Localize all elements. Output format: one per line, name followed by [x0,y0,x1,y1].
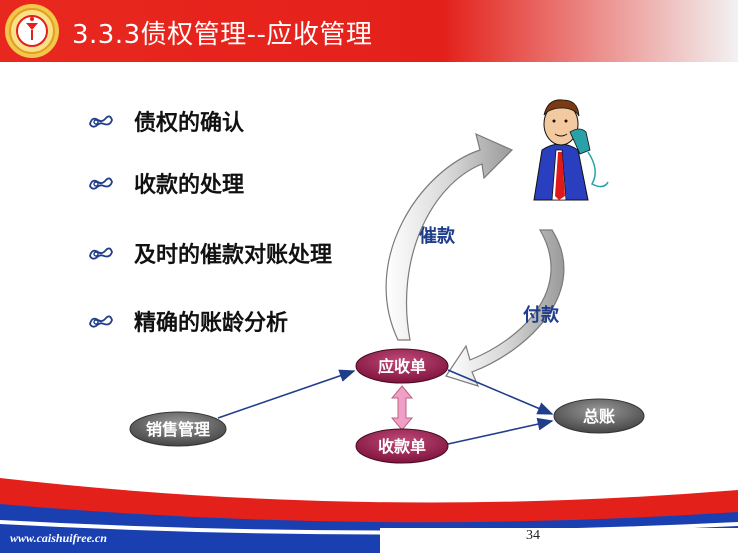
node-receivable-label: 应收单 [378,357,426,376]
double-arrow-icon [390,385,414,431]
bullet-text: 债权的确认 [134,111,245,136]
bullet-text: 及时的催款对账处理 [134,243,333,268]
title-bar [0,0,738,62]
payment-curved-arrow [445,229,565,387]
businessman-phone-icon [533,99,609,201]
scroll-icon [89,315,113,328]
footer-band [0,478,738,553]
connector-receivable-to-ledger [447,369,554,415]
flow-label-payment: 付款 [523,304,560,326]
dunning-curved-arrow [385,132,514,341]
connector-sales-to-receivable [217,369,356,419]
slide-title: 3.3.3债权管理--应收管理 [72,20,373,50]
bullet-item: 精确的账龄分析 [88,305,288,337]
node-sales-label: 销售管理 [146,420,210,439]
node-ledger: 总账 [553,398,645,434]
scroll-icon [89,177,113,190]
flow-label-dunning: 催款 [419,225,456,247]
node-receivable: 应收单 [355,348,449,384]
bullet-item: 及时的催款对账处理 [88,237,332,269]
node-sales: 销售管理 [129,411,227,447]
bullet-item: 收款的处理 [88,167,244,199]
bullet-item: 债权的确认 [88,105,244,137]
company-logo-icon [5,4,59,58]
scroll-icon [89,115,113,128]
node-collection-label: 收款单 [378,437,426,456]
node-collection: 收款单 [355,428,449,464]
bullet-text: 精确的账龄分析 [134,311,289,336]
scroll-icon [89,247,113,260]
footer-url[interactable]: www.caishuifree.cn [10,531,107,545]
node-ledger-label: 总账 [583,407,615,426]
bullet-text: 收款的处理 [134,173,245,198]
page-number: 34 [526,528,540,543]
connector-collection-to-ledger [447,417,554,445]
